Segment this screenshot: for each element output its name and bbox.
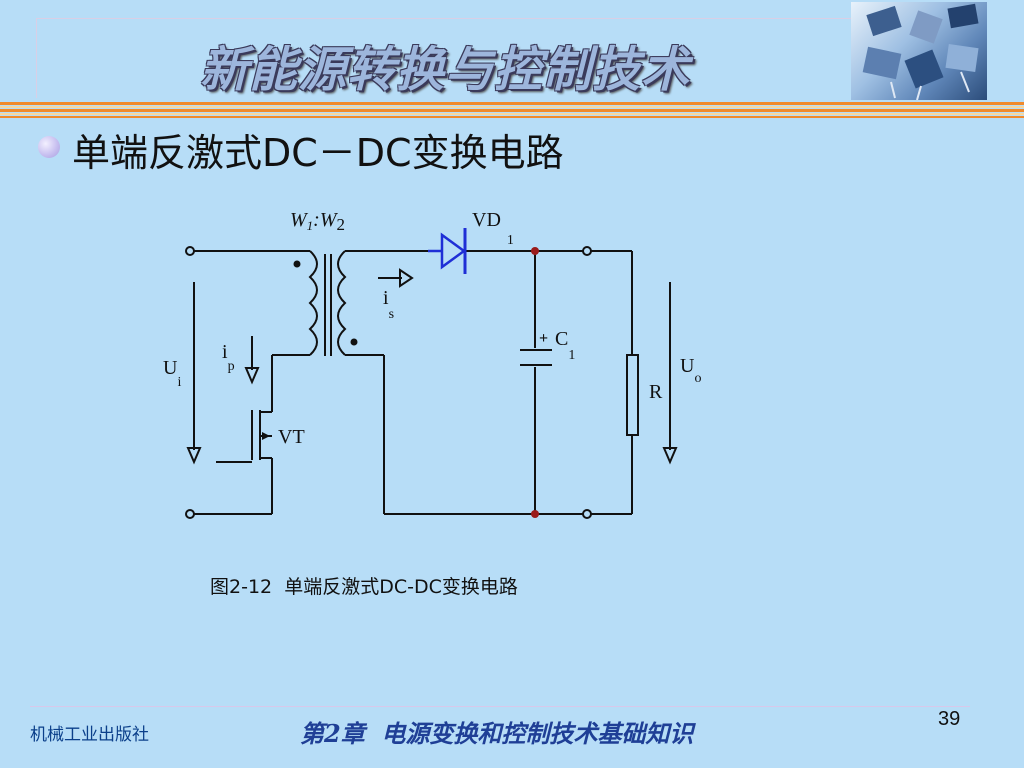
- svg-text:W1:W2: W1:W2: [290, 209, 345, 234]
- label-capacitor-plus: +: [539, 330, 548, 347]
- label-colon: :: [313, 209, 320, 231]
- header-rule-4: [0, 113, 1024, 115]
- node-dot-bottom: [531, 510, 539, 518]
- page-number: 39: [938, 708, 961, 730]
- svg-text:Uo: Uo: [680, 355, 701, 386]
- bullet-icon: [38, 136, 60, 158]
- header-rule-1: [0, 102, 1024, 105]
- label-r: R: [649, 381, 663, 403]
- title-frame-top: [36, 18, 856, 19]
- svg-text:is: is: [383, 287, 394, 322]
- header-rule-2: [0, 106, 1024, 108]
- label-vt: VT: [278, 426, 305, 448]
- label-is: i: [383, 287, 389, 309]
- figure-caption: 图2-12 单端反激式DC-DC变换电路: [210, 576, 518, 598]
- primary-winding: [308, 250, 318, 356]
- slide-title: 新能源转换与控制技术: [200, 42, 691, 98]
- label-w1-sub: 1: [307, 218, 314, 233]
- winding-dot-secondary: [350, 338, 358, 346]
- title-frame-left: [36, 18, 37, 98]
- label-ip-sub: p: [228, 359, 235, 374]
- label-c1-sub: 1: [568, 348, 575, 363]
- label-w2: W: [320, 209, 339, 231]
- components-illustration: [862, 3, 979, 100]
- svg-text:C1: C1: [555, 328, 575, 363]
- output-terminal-bottom: [582, 509, 592, 519]
- electronic-components-image: [851, 2, 987, 100]
- header-rule-3: [0, 109, 1024, 112]
- svg-text:VD1: VD 1: [472, 209, 514, 248]
- section-heading: 单端反激式DC－DC变换电路: [72, 131, 564, 175]
- header-rule-5: [0, 116, 1024, 118]
- resistor-body: [626, 354, 639, 436]
- label-ip: i: [222, 341, 228, 363]
- label-w1: W: [290, 209, 309, 231]
- footer-chapter: 第2章 电源变换和控制技术基础知识: [300, 719, 694, 748]
- footer-publisher: 机械工业出版社: [30, 725, 149, 745]
- svg-text:ip: ip: [222, 341, 235, 374]
- diode-vd1: [428, 228, 467, 274]
- winding-dot-primary: [293, 260, 301, 268]
- label-c1: C: [555, 328, 568, 350]
- input-terminal-bottom: [185, 509, 195, 519]
- output-terminal-top: [582, 246, 592, 256]
- svg-text:Ui: Ui: [163, 357, 181, 390]
- label-w2-sub: 2: [337, 215, 346, 234]
- label-is-sub: s: [389, 307, 394, 322]
- label-ui: U: [163, 357, 178, 379]
- label-uo-sub: o: [694, 371, 701, 386]
- label-vd: VD: [472, 209, 501, 231]
- label-uo: U: [680, 355, 695, 377]
- secondary-winding: [337, 250, 347, 356]
- input-terminal-top: [185, 246, 195, 256]
- node-dot-top: [531, 247, 539, 255]
- label-vd-sub: 1: [507, 233, 514, 248]
- label-ui-sub: i: [177, 375, 181, 390]
- footer-rule: [30, 706, 970, 707]
